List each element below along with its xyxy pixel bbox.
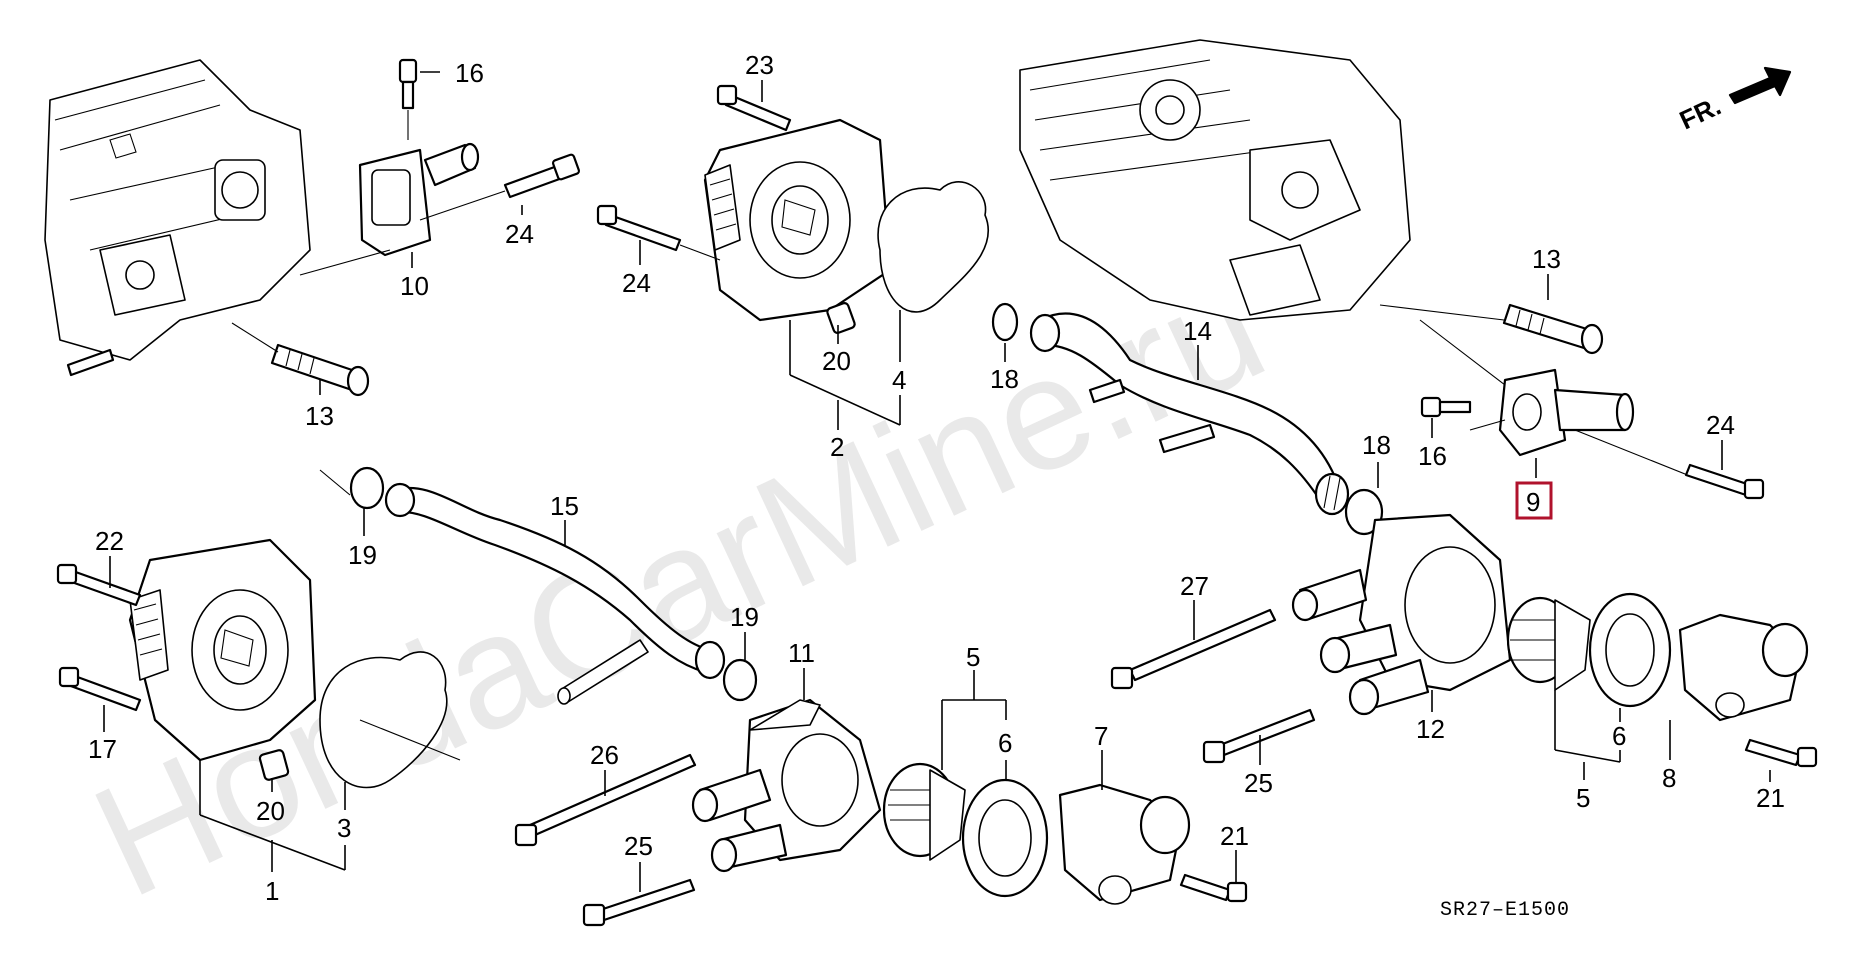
callout-16-right: 16 — [1418, 441, 1447, 471]
callout-27: 27 — [1180, 571, 1209, 601]
callout-8: 8 — [1662, 763, 1676, 793]
leader-lines — [103, 71, 1771, 892]
callout-19-lower: 19 — [730, 602, 759, 632]
callout-21-right: 21 — [1756, 783, 1785, 813]
callout-9: 9 — [1526, 487, 1540, 517]
callout-25-left: 25 — [624, 831, 653, 861]
part-26-bolt — [514, 753, 697, 847]
callout-6-center: 6 — [998, 728, 1012, 758]
part-22-bolt — [56, 563, 142, 607]
part-13-right-fitting — [1379, 303, 1604, 355]
part-24-bolt-right — [1684, 463, 1765, 500]
part-24-bolt-left — [419, 153, 581, 221]
callout-7: 7 — [1094, 721, 1108, 751]
part-16-bleed-bolt-right — [1420, 396, 1506, 431]
callout-10: 10 — [400, 271, 429, 301]
callout-2: 2 — [830, 432, 844, 462]
part-5-thermostat-right — [1506, 596, 1591, 691]
part-25-bolt-left — [582, 878, 696, 927]
part-20-dowel-upper — [826, 302, 856, 334]
callout-3: 3 — [337, 813, 351, 843]
part-3-gasket — [319, 651, 448, 789]
callout-4: 4 — [892, 365, 906, 395]
part-15-water-pipe — [384, 482, 726, 705]
callout-24-right: 24 — [1706, 410, 1735, 440]
callout-23: 23 — [745, 50, 774, 80]
part-6-gasket-right-inner — [1605, 613, 1655, 687]
callout-11: 11 — [788, 638, 815, 668]
part-8-water-outlet — [1678, 613, 1809, 722]
callout-13-right: 13 — [1532, 244, 1561, 274]
highlight-box-part-9 — [1515, 481, 1553, 520]
callout-22: 22 — [95, 526, 124, 556]
part-11-thermostat-housing — [691, 698, 882, 873]
callout-24-left: 24 — [505, 219, 534, 249]
callout-13-left: 13 — [305, 401, 334, 431]
front-direction-arrow: FR. — [1675, 66, 1792, 136]
part-21-bolt-center — [1179, 873, 1248, 903]
callout-12: 12 — [1416, 714, 1445, 744]
front-direction-label: FR. — [1675, 91, 1726, 136]
part-7-water-outlet — [1058, 783, 1191, 905]
callout-17: 17 — [88, 734, 117, 764]
callout-numbers: 16 24 10 13 23 24 20 4 2 18 14 18 13 16 … — [88, 50, 1785, 906]
callout-18-lower: 18 — [1362, 430, 1391, 460]
callout-18-upper: 18 — [990, 364, 1019, 394]
callout-5-center: 5 — [966, 642, 980, 672]
callout-20-upper: 20 — [822, 346, 851, 376]
part-23-bolt — [716, 84, 792, 132]
part-14-water-pipe — [1029, 312, 1350, 516]
callout-5-right: 5 — [1576, 783, 1590, 813]
part-18-o-ring-upper — [991, 302, 1019, 342]
callout-16-top: 16 — [455, 58, 484, 88]
part-9-water-outlet — [1419, 319, 1701, 481]
engine-block-right — [1019, 39, 1411, 321]
callout-15: 15 — [550, 491, 579, 521]
callout-26: 26 — [590, 740, 619, 770]
part-21-bolt-right — [1744, 738, 1818, 768]
part-2-water-pump-upper — [703, 118, 892, 322]
callout-14: 14 — [1183, 316, 1212, 346]
part-17-bolt — [58, 666, 142, 712]
part-12-thermostat-housing — [1291, 513, 1512, 716]
part-19-o-ring-upper — [349, 466, 385, 510]
callout-19-upper: 19 — [348, 540, 377, 570]
part-16-bleed-bolt-top — [398, 58, 418, 140]
part-10-outlet — [299, 142, 480, 276]
o-ring-19-leader — [319, 469, 351, 496]
part-25-bolt-right — [1202, 708, 1316, 764]
part-6-gasket-inner — [978, 799, 1032, 877]
callout-1: 1 — [265, 876, 279, 906]
diagram-reference-code: SR27–E1500 — [1440, 899, 1570, 922]
callout-6-right: 6 — [1612, 721, 1626, 751]
engine-block-left — [44, 59, 311, 361]
part-19-o-ring-lower — [722, 658, 758, 702]
part-20-dowel-lower — [258, 749, 290, 781]
part-13-left-fitting — [231, 322, 370, 397]
stud-bolt-left — [66, 348, 115, 377]
callout-21-center: 21 — [1220, 821, 1249, 851]
part-5-thermostat-center — [882, 762, 966, 861]
part-4-gasket — [877, 181, 989, 313]
callout-20-lower: 20 — [256, 796, 285, 826]
callout-24-pump: 24 — [622, 268, 651, 298]
part-27-bolt — [1110, 608, 1277, 690]
part-18-o-ring-lower — [1344, 488, 1384, 536]
gasket-3-leader — [359, 719, 461, 761]
part-24-bolt-pump — [596, 204, 721, 261]
callout-25-right: 25 — [1244, 768, 1273, 798]
part-1-water-pump-lower — [128, 538, 317, 762]
